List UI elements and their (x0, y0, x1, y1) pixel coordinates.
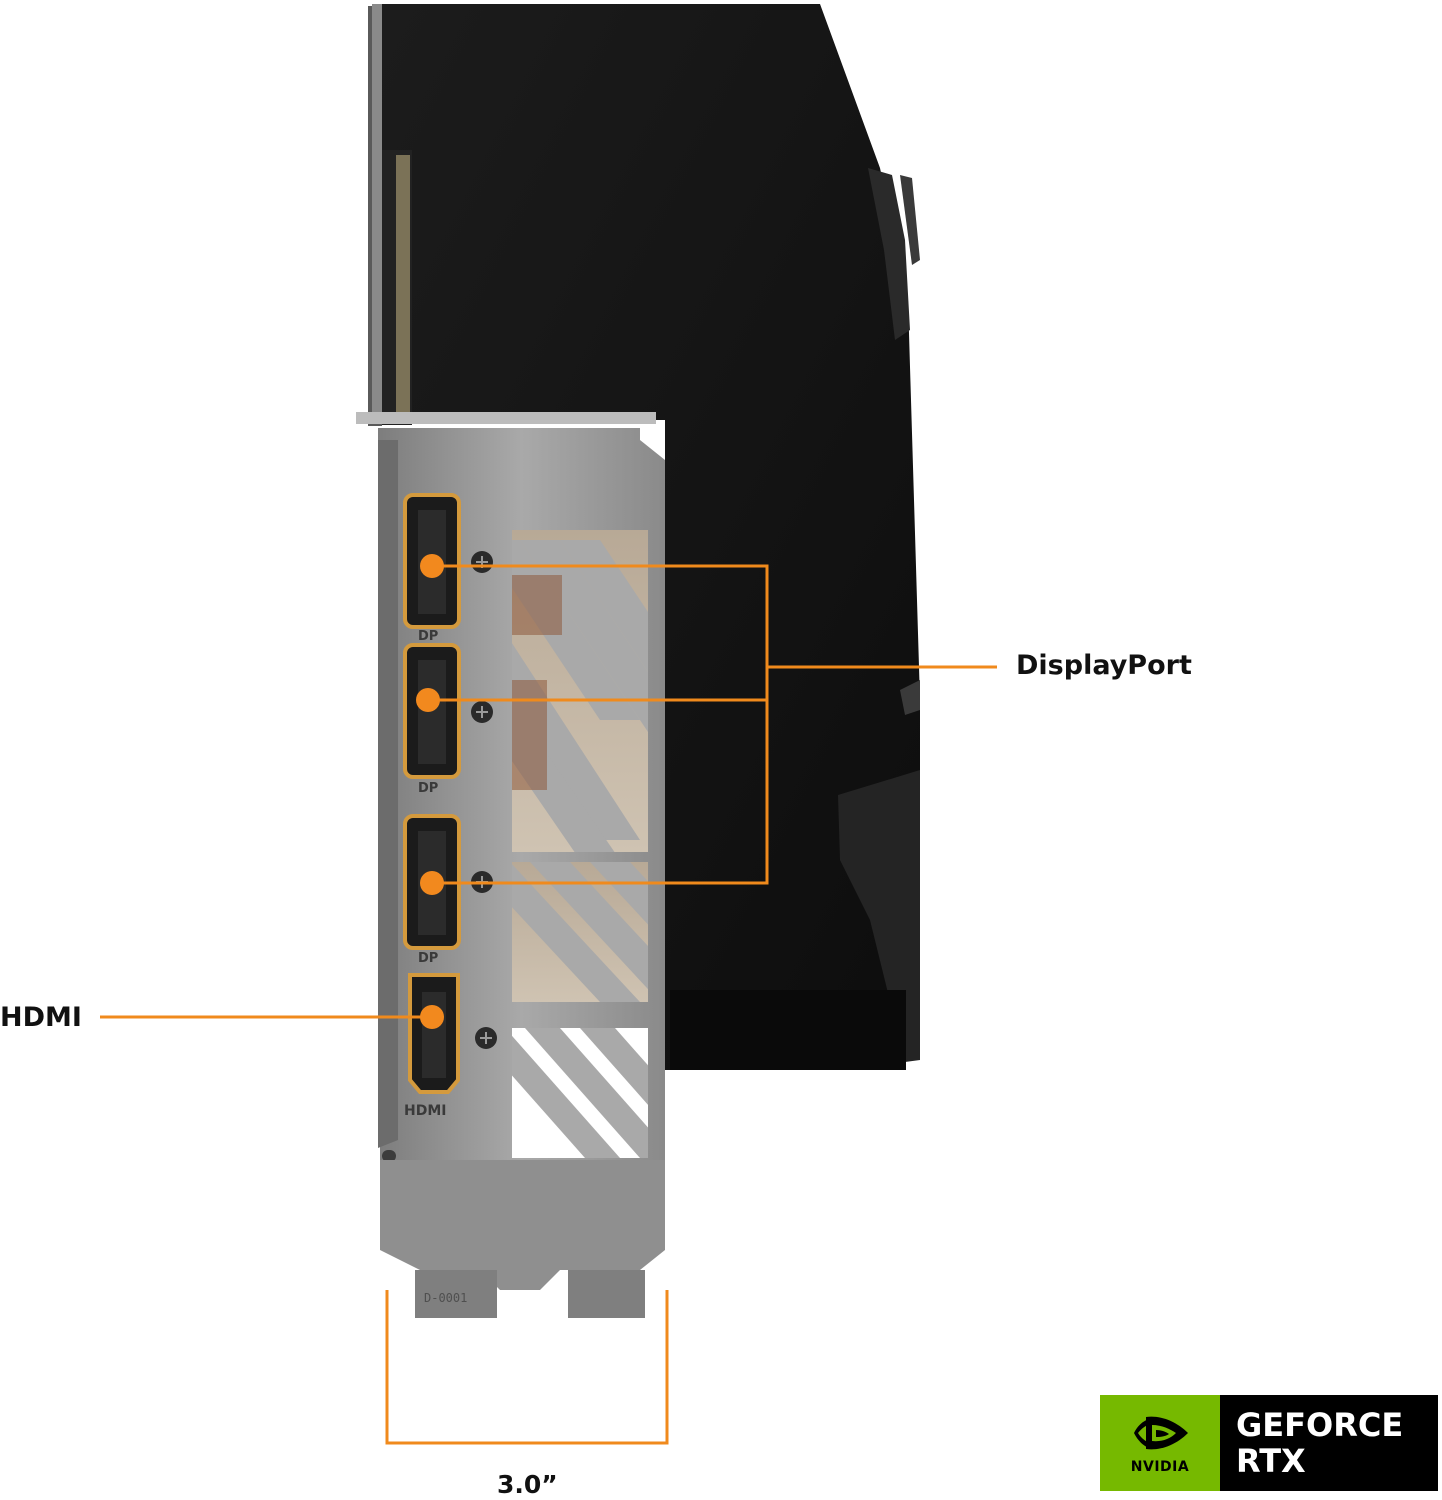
hdmi-marking: HDMI (404, 1103, 446, 1119)
displayport-label: DisplayPort (1016, 650, 1192, 681)
screw (471, 701, 493, 723)
displayport-callout-lines (428, 564, 997, 885)
geforce-rtx-panel: GEFORCE RTX (1220, 1395, 1438, 1491)
screw (475, 1027, 497, 1049)
pcb-edge (356, 4, 656, 426)
card-shroud (380, 4, 920, 1070)
geforce-text: GEFORCE (1236, 1406, 1404, 1444)
hdmi-label: HDMI (0, 1002, 82, 1033)
dp-marking: DP (418, 781, 438, 796)
width-dimension-label: 3.0” (497, 1470, 558, 1499)
hdmi-connector (408, 973, 460, 1094)
callout-dot (416, 554, 444, 1029)
dp-marking: DP (418, 629, 438, 644)
nvidia-eye-icon (1134, 1416, 1188, 1450)
geforce-rtx-text: GEFORCE RTX (1236, 1407, 1403, 1479)
nvidia-wordmark: NVIDIA (1130, 1459, 1190, 1475)
bracket-vents (512, 530, 648, 1158)
nvidia-geforce-rtx-badge: NVIDIA GEFORCE RTX (1100, 1395, 1438, 1491)
width-dimension-line (385, 1290, 669, 1445)
screw (471, 551, 493, 573)
nvidia-logo-panel: NVIDIA (1100, 1395, 1220, 1491)
rtx-text: RTX (1236, 1442, 1306, 1480)
svg-text:D-0001: D-0001 (424, 1291, 467, 1305)
dp-marking: DP (418, 951, 438, 966)
